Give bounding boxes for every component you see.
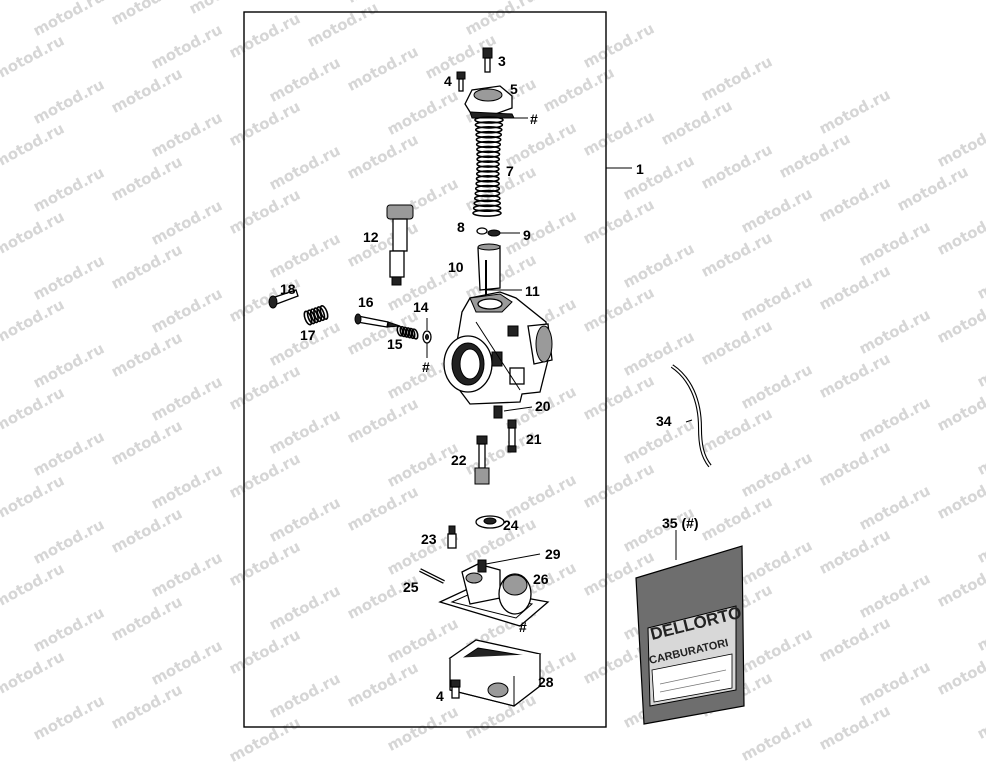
part-24-float xyxy=(475,515,505,529)
part-16-mixture-screw xyxy=(354,313,401,328)
part-21-pilot-jet xyxy=(507,419,517,453)
part-29-fuel-fitting xyxy=(477,559,487,573)
part-22-atomizer xyxy=(474,435,490,485)
label-15: 15 xyxy=(387,336,403,352)
label-12: 12 xyxy=(363,229,379,245)
label-7: 7 xyxy=(506,163,514,179)
assembly-frame xyxy=(243,11,607,728)
part-15-spring xyxy=(396,325,419,340)
part-34-tube xyxy=(670,364,712,468)
label-14: 14 xyxy=(413,299,429,315)
label-3: 3 xyxy=(498,53,506,69)
label-11: 11 xyxy=(525,283,540,299)
label-23: 23 xyxy=(421,531,437,547)
label-hash-5: # xyxy=(530,111,538,127)
part-4-bolt-bottom xyxy=(450,679,461,699)
part-23-needle-valve xyxy=(447,525,457,549)
label-8: 8 xyxy=(457,219,465,235)
part-12-choke xyxy=(386,204,414,286)
label-5: 5 xyxy=(510,81,518,97)
part-20-jet xyxy=(493,405,503,419)
part-7-spring xyxy=(472,116,504,217)
part-35-gasket-kit-bag xyxy=(635,545,745,725)
label-22: 22 xyxy=(451,452,467,468)
label-29: 29 xyxy=(545,546,561,562)
label-28: 28 xyxy=(538,674,554,690)
label-34: 34 xyxy=(656,413,672,429)
label-25: 25 xyxy=(403,579,419,595)
label-18: 18 xyxy=(280,281,296,297)
label-10: 10 xyxy=(448,259,464,275)
part-28-float-bowl xyxy=(448,639,542,707)
carburetor-body xyxy=(443,291,553,405)
part-14-washer xyxy=(422,330,432,344)
part-4-screw xyxy=(456,71,466,92)
part-17-spring xyxy=(303,305,329,326)
label-9: 9 xyxy=(523,227,531,243)
part-3-screw xyxy=(482,47,493,73)
part-18-screw xyxy=(268,289,299,309)
label-20: 20 xyxy=(535,398,551,414)
label-4-bottom: 4 xyxy=(436,688,444,704)
label-hash-14: # xyxy=(422,359,430,375)
label-hash-26: # xyxy=(519,619,527,635)
label-17: 17 xyxy=(300,327,316,343)
exploded-parts-diagram: DELLORTO CARBURATORI 1 3 4 5 # 7 8 9 10 … xyxy=(243,11,745,728)
label-21: 21 xyxy=(526,431,542,447)
part-8-9-clip xyxy=(476,227,501,237)
part-5-cap xyxy=(464,85,515,119)
label-1: 1 xyxy=(636,161,644,177)
label-24: 24 xyxy=(503,517,519,533)
label-16: 16 xyxy=(358,294,374,310)
label-4-top: 4 xyxy=(444,73,452,89)
part-26-float-gasket xyxy=(438,563,550,627)
part-10-throttle-slide xyxy=(477,243,501,291)
label-26: 26 xyxy=(533,571,549,587)
label-35: 35 (#) xyxy=(662,515,699,531)
